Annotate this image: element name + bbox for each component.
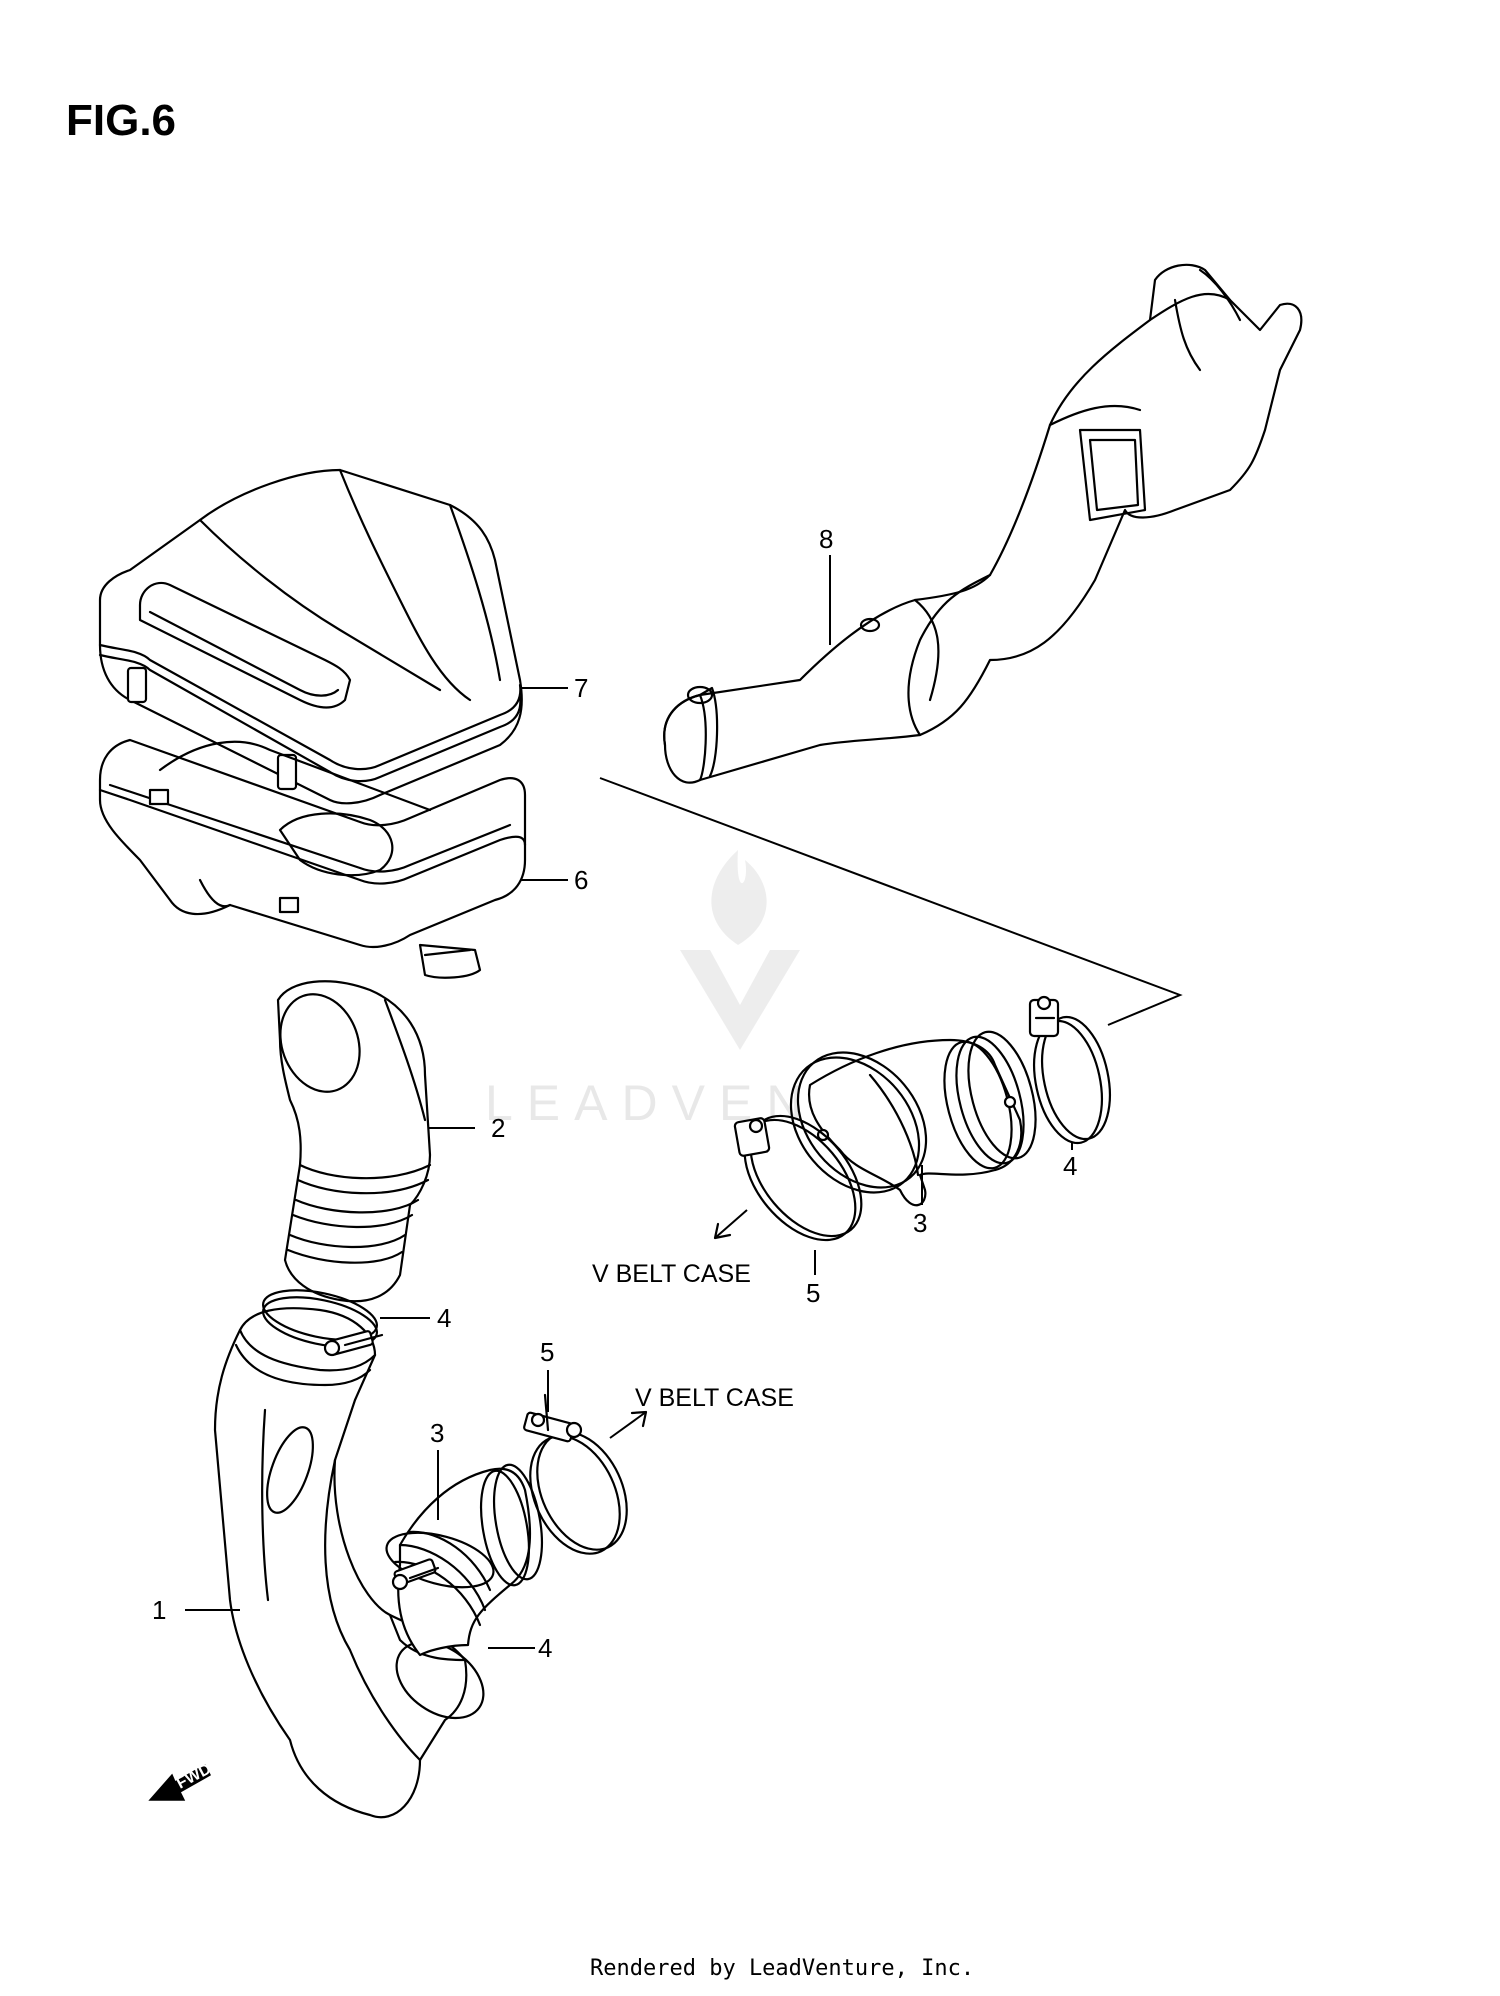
callout-5-upper: 5 bbox=[806, 1278, 820, 1308]
part-7-air-cleaner-cover[interactable] bbox=[98, 468, 523, 805]
callout-4-upper: 4 bbox=[1063, 1151, 1077, 1181]
detail-bracket-line bbox=[599, 777, 1183, 1026]
callout-4-middle: 4 bbox=[437, 1303, 451, 1333]
note-v-belt-case-left: V BELT CASE bbox=[592, 1260, 751, 1288]
callout-3-upper: 3 bbox=[913, 1208, 927, 1238]
part-5-clamp-upper[interactable] bbox=[723, 1095, 883, 1260]
figure-title: FIG.6 bbox=[66, 96, 176, 145]
callout-5-lower: 5 bbox=[540, 1337, 554, 1367]
v-belt-case-arrow-left bbox=[713, 1209, 748, 1240]
part-4-clamp-middle[interactable] bbox=[259, 1281, 384, 1357]
callout-8: 8 bbox=[819, 524, 833, 554]
fwd-label: FWD bbox=[174, 1760, 214, 1792]
part-4-clamp-upper[interactable] bbox=[1024, 995, 1120, 1149]
part-3-hose-lower[interactable] bbox=[393, 1461, 550, 1657]
part-6-air-cleaner-case[interactable] bbox=[98, 738, 527, 979]
part-2-inlet-hose[interactable] bbox=[267, 980, 432, 1303]
callout-2: 2 bbox=[491, 1113, 505, 1143]
part-8-intake-duct[interactable] bbox=[663, 263, 1303, 784]
note-v-belt-case-right: V BELT CASE bbox=[635, 1384, 794, 1412]
v-belt-case-arrow-right bbox=[609, 1410, 648, 1439]
part-3-hose-upper[interactable] bbox=[765, 1024, 1048, 1217]
part-4-clamp-lower[interactable] bbox=[381, 1523, 500, 1598]
footer-credit: Rendered by LeadVenture, Inc. bbox=[590, 1956, 974, 1981]
callout-6: 6 bbox=[574, 865, 588, 895]
callout-7: 7 bbox=[574, 673, 588, 703]
fwd-arrow-icon: FWD bbox=[148, 1760, 214, 1801]
callout-4-lower: 4 bbox=[538, 1633, 552, 1663]
callout-1: 1 bbox=[152, 1595, 166, 1625]
callout-3-lower: 3 bbox=[430, 1418, 444, 1448]
part-5-clamp-lower[interactable] bbox=[513, 1393, 645, 1568]
